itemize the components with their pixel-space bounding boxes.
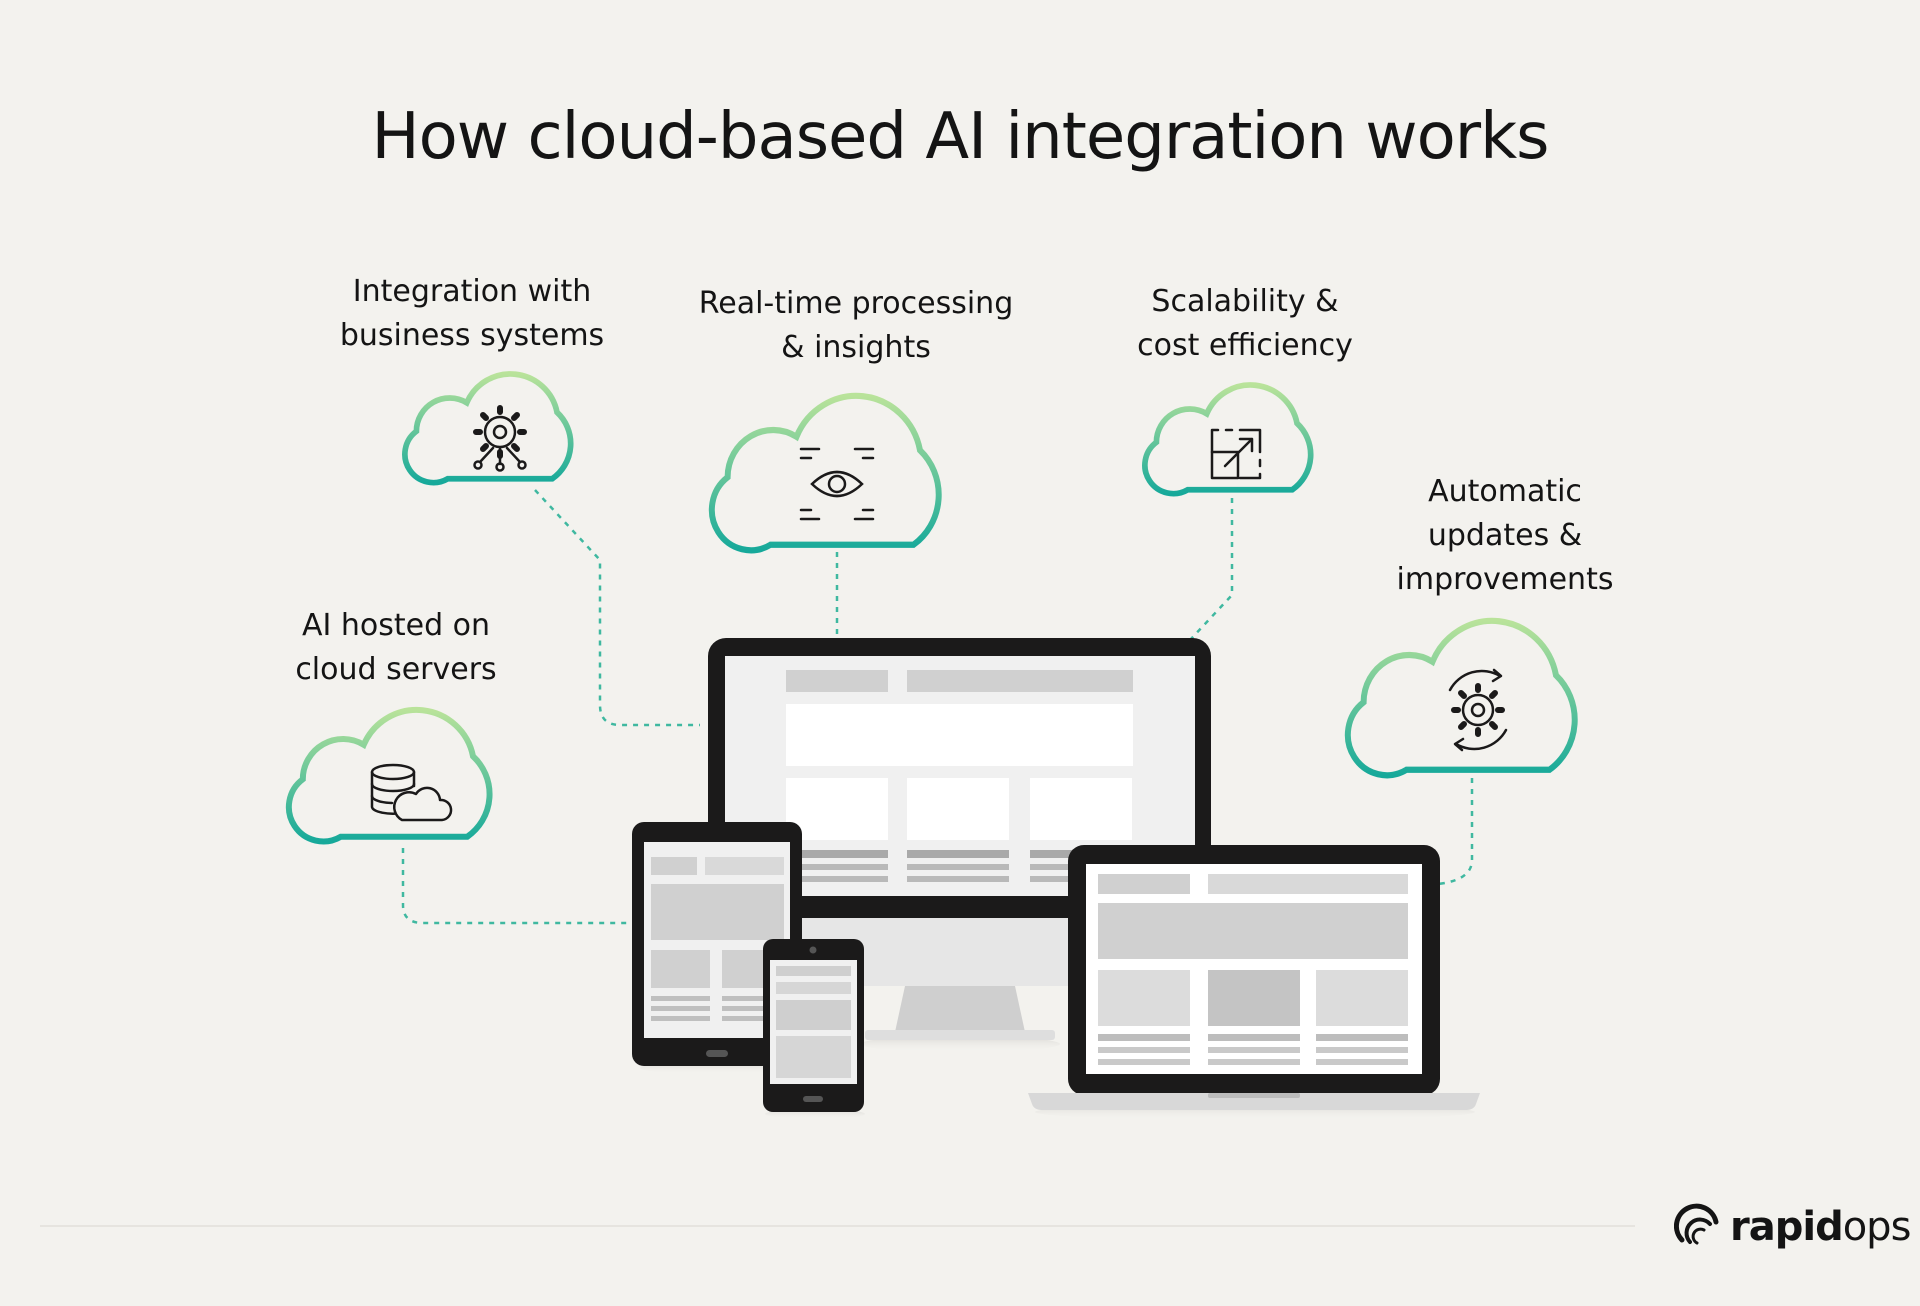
label-line: Real-time processing	[698, 286, 1014, 321]
label-line: Automatic	[1428, 474, 1582, 509]
label-hosted: AI hosted on cloud servers	[276, 604, 516, 692]
smartphone	[763, 939, 865, 1119]
label-line: business systems	[339, 318, 605, 353]
label-line: improvements	[1396, 562, 1614, 597]
label-line: & insights	[781, 330, 931, 365]
label-integration: Integration with business systems	[322, 270, 622, 358]
brand-name-light: ops	[1842, 1204, 1912, 1250]
label-realtime: Real-time processing & insights	[686, 282, 1026, 370]
label-line: Integration with	[352, 274, 592, 309]
connector-hosted	[401, 848, 628, 925]
connector-scalability	[1189, 498, 1234, 641]
cloud-updates	[1348, 621, 1575, 775]
label-line: updates &	[1427, 518, 1583, 553]
cloud-realtime	[712, 396, 939, 550]
label-scalability: Scalability & cost efficiency	[1110, 280, 1380, 368]
cloud-integration	[405, 374, 571, 483]
diagram-title: How cloud-based AI integration works	[371, 100, 1549, 174]
rapidops-mark-icon	[1674, 1203, 1719, 1245]
gear-refresh-icon	[1448, 668, 1508, 752]
label-line: Scalability &	[1151, 284, 1339, 319]
label-line: AI hosted on	[301, 608, 491, 643]
cloud-hosted	[289, 710, 490, 842]
label-line: cloud servers	[295, 652, 497, 687]
expand-arrow-icon	[1210, 428, 1262, 480]
connector-lines	[401, 489, 1474, 925]
tablet	[632, 822, 802, 1074]
footer-divider	[40, 1225, 1635, 1227]
label-line: cost efficiency	[1137, 328, 1353, 363]
brand-name-bold: rapid	[1730, 1204, 1844, 1250]
database-cloud-icon	[370, 763, 453, 822]
gear-network-icon	[473, 405, 527, 472]
label-updates: Automatic updates & improvements	[1380, 470, 1630, 602]
connector-updates	[1437, 778, 1474, 886]
eye-scan-icon	[799, 447, 875, 521]
laptop	[1028, 845, 1480, 1120]
connector-integration	[534, 489, 700, 727]
